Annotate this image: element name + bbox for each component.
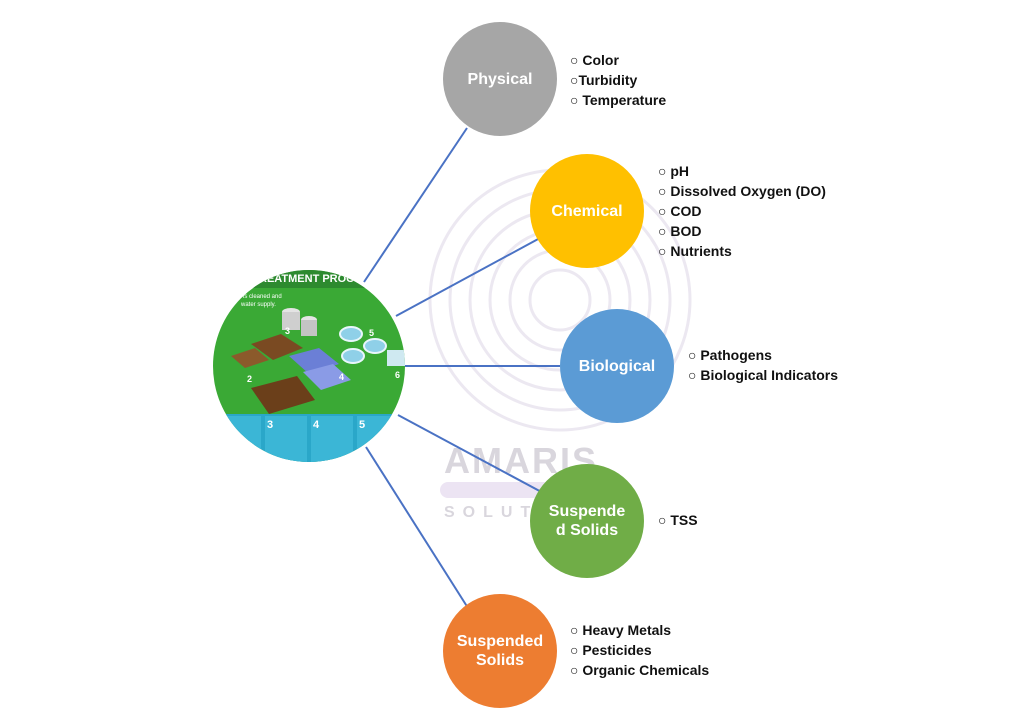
bullet-item: ○ Pathogens [688,347,772,363]
node-suspended-solids-orange: Suspended Solids [443,594,557,708]
bullet-item: ○ Dissolved Oxygen (DO) [658,183,826,199]
bullet-item: ○Turbidity [570,72,638,88]
hub-panel-number: 4 [313,419,320,431]
bullets-suspended-green: ○ TSS [658,510,698,530]
bullets-chemical: ○ pH ○ Dissolved Oxygen (DO) ○ COD ○ BOD… [658,161,826,261]
hub-step-number: 6 [395,370,400,380]
hub-caption-line-2: water supply. [240,302,276,308]
connector-chemical [395,237,541,317]
bullets-biological: ○ Pathogens ○ Biological Indicators [688,345,838,385]
bullet-item: ○ BOD [658,223,702,239]
svg-text:water supply.: water supply. [240,302,276,308]
node-suspended-solids-green: Suspende d Solids [530,464,644,578]
connector-suspended-green [397,414,548,496]
bullet-item: ○ Pesticides [570,642,652,658]
hub-panel-number: 3 [267,419,273,431]
hub-caption-line-1: is cleaned and [243,294,282,300]
node-label: Biological [578,357,656,375]
bullet-item: ○ Color [570,52,619,68]
hub-step-number: 5 [369,328,374,338]
bullets-physical: ○ Color ○Turbidity ○ Temperature [570,50,666,110]
hub-banner-text: REATMENT PROC [259,273,354,285]
hub-step-number: 4 [339,372,344,382]
bullet-item: ○ Temperature [570,92,667,108]
bullet-item: ○ pH [658,163,690,179]
node-label: Chemical [551,202,623,220]
connector-physical [363,127,468,283]
hub-caption: is cleaned and [243,294,282,300]
bullet-item: ○ Organic Chemicals [570,662,710,678]
watermark-sub: SOLUT [444,504,539,521]
node-label: Suspended Solids [456,633,544,669]
bullet-item: ○ Heavy Metals [570,622,672,638]
bullet-item: ○ COD [658,203,702,219]
bullet-item: ○ TSS [658,512,698,528]
node-label: Physical [467,70,533,88]
connector-suspended-orange [365,446,469,609]
treatment-plant-illustration: REATMENT PROC is cleaned and water suppl… [213,270,405,462]
node-label: Suspende d Solids [548,503,626,539]
hub-step-number: 3 [285,326,290,336]
hub-step-number: 2 [247,374,252,384]
bullet-item: ○ Nutrients [658,243,732,259]
bullet-item: ○ Biological Indicators [688,367,839,383]
node-biological: Biological [560,309,674,423]
node-physical: Physical [443,22,557,136]
node-chemical: Chemical [530,154,644,268]
bullets-suspended-orange: ○ Heavy Metals ○ Pesticides ○ Organic Ch… [570,620,709,680]
hub-panel-number: 5 [359,419,365,431]
